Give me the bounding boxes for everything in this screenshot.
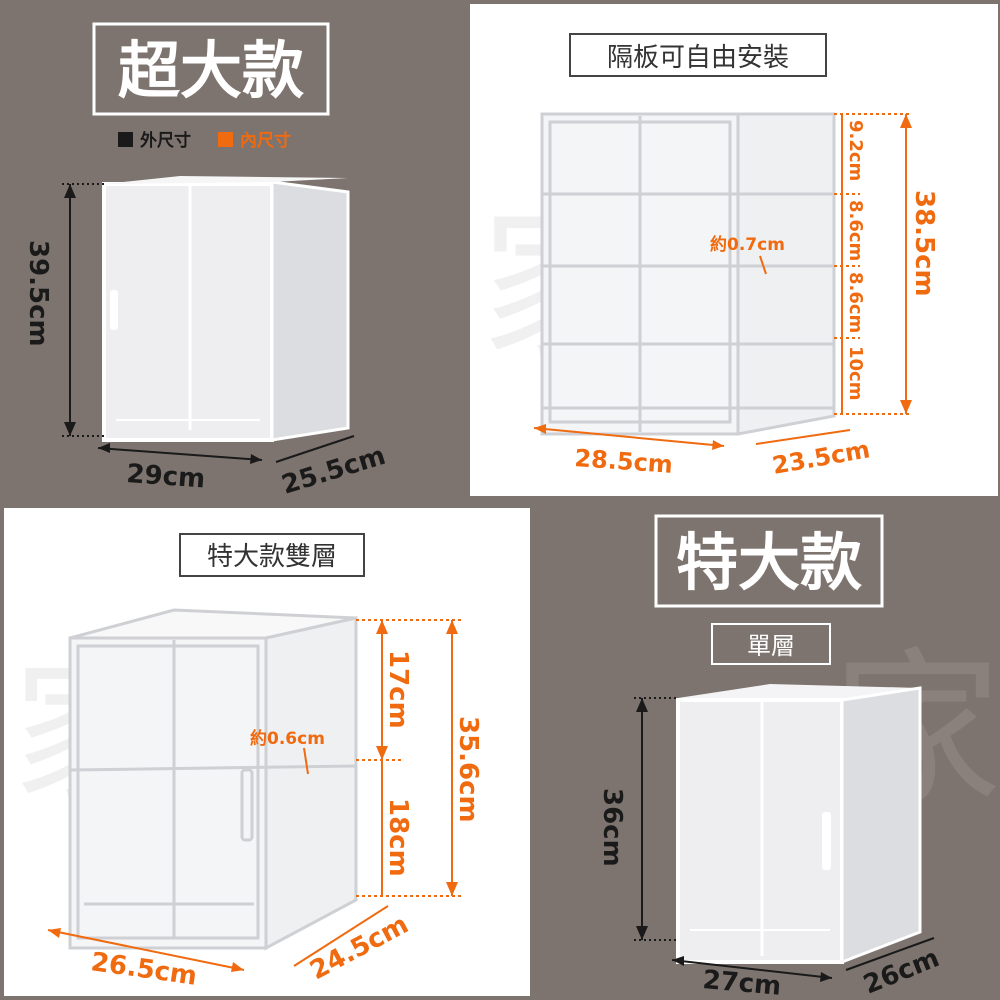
box-super-size <box>102 176 350 442</box>
arrow-right-icon <box>712 440 724 450</box>
thickness-pointer <box>303 747 309 775</box>
caption-box <box>569 33 827 77</box>
depth-label: 25.5cm <box>278 441 389 500</box>
segment-dimensions <box>834 113 910 415</box>
panel-adjustable-shelves: 家 隔板可自由安裝 約0.7cm <box>470 4 998 496</box>
panel-super-size: 家 超大款 外尺寸 內尺寸 <box>0 0 468 500</box>
total-height-label: 38.5cm <box>909 190 939 297</box>
width-dimension <box>47 929 245 971</box>
depth-dimension <box>845 937 935 971</box>
legend-inner-swatch <box>218 132 233 147</box>
arrow-down-icon <box>64 422 76 436</box>
arrow-down-icon <box>376 746 388 760</box>
width-dimension <box>671 959 833 979</box>
thickness-label: 約0.7cm <box>710 234 785 255</box>
arrow-up-icon <box>376 620 388 634</box>
width-label: 26.5cm <box>89 947 199 992</box>
legend-inner-label: 內尺寸 <box>240 130 291 151</box>
caption-text: 特大款雙層 <box>207 542 337 572</box>
thickness-label: 約0.6cm <box>250 728 325 749</box>
caption-text: 隔板可自由安裝 <box>607 43 789 73</box>
arrow-up-icon <box>64 184 76 198</box>
box-two-tier <box>68 608 358 951</box>
segment-2-label: 8.6cm <box>845 200 866 261</box>
width-dimension <box>533 427 725 447</box>
arrow-down-icon <box>446 882 458 896</box>
depth-dimension <box>293 905 389 967</box>
arrow-right-icon <box>250 454 262 464</box>
panel-extra-large-single: 家 特大款 單層 36cm 2 <box>532 500 1000 1000</box>
legend-outer-label: 外尺寸 <box>140 130 191 151</box>
panel-two-tier: 家 特大款雙層 約0.6cm <box>4 508 530 996</box>
caption-box <box>179 533 365 577</box>
bottom-tier-label: 18cm <box>383 798 413 877</box>
two-tier-drawing: 家 特大款雙層 約0.6cm <box>12 533 483 992</box>
width-label: 29cm <box>126 459 207 494</box>
arrow-left-icon <box>534 424 546 434</box>
title-box <box>92 22 330 116</box>
width-dimension <box>97 447 263 461</box>
arrow-right-icon <box>231 962 244 972</box>
subtitle-box <box>711 623 831 665</box>
arrow-down-icon <box>900 400 912 414</box>
height-label: 36cm <box>597 788 627 867</box>
depth-dimension <box>755 429 851 445</box>
segment-1-label: 9.2cm <box>845 120 866 181</box>
width-label: 28.5cm <box>574 444 674 479</box>
subtitle-text: 單層 <box>747 632 795 660</box>
arrow-down-icon <box>636 926 648 940</box>
height-label: 39.5cm <box>23 240 53 347</box>
title-text: 特大款 <box>676 526 862 599</box>
box-adjustable <box>540 112 836 436</box>
title-box <box>654 514 884 608</box>
title-text: 超大款 <box>118 34 304 107</box>
extra-large-drawing: 家 特大款 單層 36cm 2 <box>597 514 1000 1000</box>
arrow-right-icon <box>820 972 832 982</box>
legend-outer-swatch <box>118 132 133 147</box>
depth-label: 23.5cm <box>770 435 872 480</box>
tier-dimensions <box>356 619 464 897</box>
width-label: 27cm <box>701 965 782 1000</box>
box-extra-large <box>676 684 922 965</box>
arrow-up-icon <box>636 698 648 712</box>
arrow-up-icon <box>900 114 912 128</box>
super-size-drawing: 家 超大款 外尺寸 內尺寸 <box>23 22 389 500</box>
segment-3-label: 8.6cm <box>845 272 866 333</box>
total-height-label: 35.6cm <box>453 716 483 823</box>
arrow-up-icon <box>446 620 458 634</box>
arrow-left-icon <box>48 928 61 938</box>
arrow-left-icon <box>672 956 684 966</box>
top-tier-label: 17cm <box>383 650 413 729</box>
thickness-pointer <box>759 255 767 275</box>
arrow-left-icon <box>98 443 110 453</box>
height-dimension <box>634 697 678 941</box>
height-dimension <box>62 183 104 437</box>
shelves-drawing: 家 隔板可自由安裝 約0.7cm <box>480 33 939 480</box>
segment-4-label: 10cm <box>845 346 866 400</box>
depth-dimension <box>275 435 355 463</box>
